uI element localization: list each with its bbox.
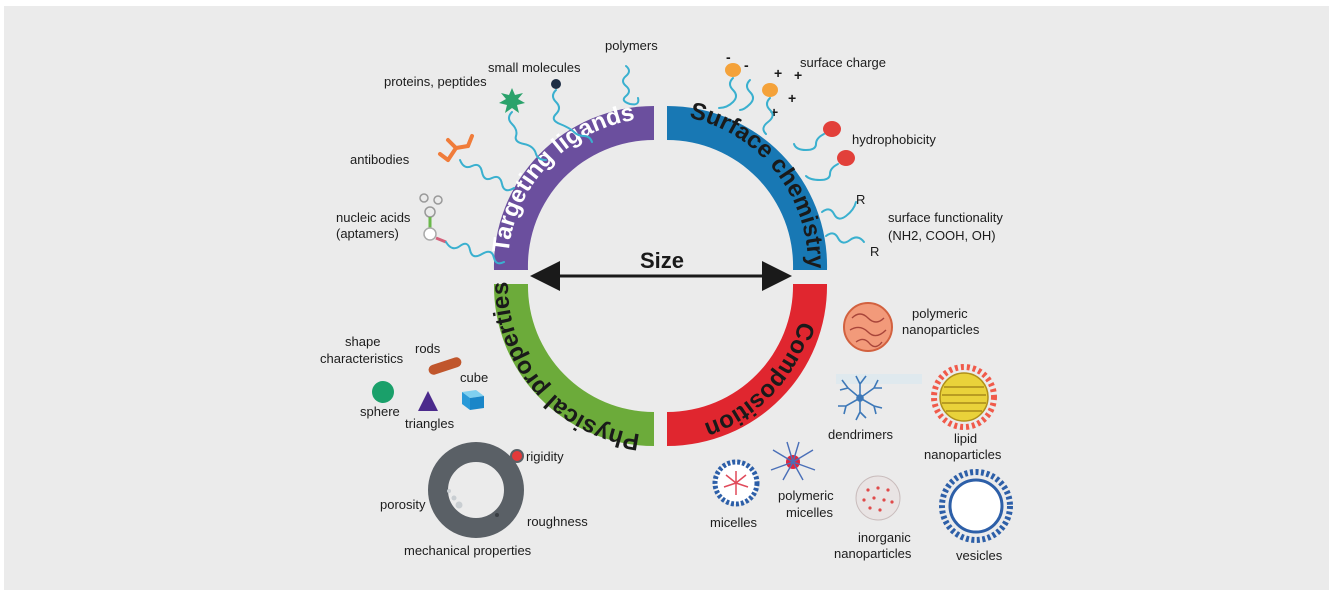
aptamer-chain — [445, 241, 505, 265]
hydrophobicity-label: hydrophobicity — [852, 132, 936, 147]
sphere-label: sphere — [360, 404, 400, 419]
rods-label: rods — [415, 341, 441, 356]
surface-chemistry-segment — [667, 105, 828, 270]
vesicle-icon — [939, 469, 1013, 543]
background-panel — [4, 6, 1329, 590]
vesicles-label: vesicles — [956, 548, 1003, 563]
micelle-icon — [712, 459, 760, 507]
polymeric-nanoparticle-icon — [843, 302, 893, 352]
r-group-label: R — [856, 192, 865, 207]
aptamer-icon — [419, 193, 447, 244]
lipid-nanoparticle-icon — [931, 364, 997, 430]
peptide-chain — [508, 111, 547, 161]
polymeric-nanoparticles-label-2: nanoparticles — [902, 322, 980, 337]
roughness-label: roughness — [527, 514, 588, 529]
shape-characteristics-label: characteristics — [320, 351, 404, 366]
hydrophobic-particle-icon — [823, 121, 841, 137]
antibodies-label: antibodies — [350, 152, 410, 167]
plus-sign: + — [794, 67, 802, 83]
antibody-chain — [459, 159, 515, 192]
plus-sign: + — [770, 104, 778, 120]
aptamers-label: (aptamers) — [336, 226, 399, 241]
dendrimer-icon — [838, 375, 883, 421]
inorganic-nanoparticle-icon — [855, 475, 901, 521]
cube-icon — [462, 390, 484, 410]
polymeric-micelles-label-2: micelles — [786, 505, 833, 520]
hydrophobic-particle-icon — [837, 150, 855, 166]
triangles-label: triangles — [405, 416, 455, 431]
plus-sign: + — [774, 65, 782, 81]
physical-properties-segment — [493, 284, 654, 446]
cube-label: cube — [460, 370, 488, 385]
minus-sign: - — [744, 57, 749, 73]
polymers-label: polymers — [605, 38, 658, 53]
proteins-peptides-label: proteins, peptides — [384, 74, 487, 89]
triangle-icon — [418, 391, 438, 411]
r-group-label: R — [870, 244, 879, 259]
surface-functionality-groups-label: (NH2, COOH, OH) — [888, 228, 996, 243]
micelles-label: micelles — [710, 515, 757, 530]
hydrophobic-chain — [793, 133, 825, 152]
charged-particle-icon — [762, 83, 778, 97]
size-label: Size — [640, 248, 684, 273]
functional-chain — [825, 232, 865, 244]
surface-charge-label: surface charge — [800, 55, 886, 70]
composition-group: polymeric nanoparticles dendrimers lipid… — [710, 302, 1013, 563]
porosity-label: porosity — [380, 497, 426, 512]
shape-label: shape — [345, 334, 380, 349]
functional-chain — [821, 201, 857, 220]
lipid-nanoparticles-label-2: nanoparticles — [924, 447, 1002, 462]
physical-properties-group: shape characteristics rods cube sphere t… — [320, 334, 588, 558]
polymer-chain — [622, 65, 640, 106]
charged-particle-icon — [725, 63, 741, 77]
rigidity-marker-icon — [510, 449, 524, 463]
dendrimer-backdrop — [836, 374, 922, 384]
rod-icon — [428, 357, 462, 375]
dendrimers-label: dendrimers — [828, 427, 894, 442]
antibody-icon — [438, 134, 474, 162]
peptide-star-icon — [499, 88, 525, 113]
charge-chain — [718, 77, 737, 109]
targeting-ligands-group: polymers small molecules proteins, pepti… — [336, 38, 658, 265]
charge-chain — [739, 79, 754, 111]
targeting-ligands-segment — [493, 105, 654, 270]
small-molecule-chain — [552, 89, 593, 143]
small-molecule-icon — [551, 79, 561, 89]
sphere-icon — [372, 381, 394, 403]
polymeric-nanoparticles-label: polymeric — [912, 306, 968, 321]
lipid-nanoparticles-label: lipid — [954, 431, 977, 446]
inorganic-nanoparticles-label-2: nanoparticles — [834, 546, 912, 561]
surface-functionality-label: surface functionality — [888, 210, 1003, 225]
plus-sign: + — [788, 90, 796, 106]
mechanical-properties-label: mechanical properties — [404, 543, 532, 558]
small-molecules-label: small molecules — [488, 60, 581, 75]
surface-chemistry-group: - - + + + + surface charge hydrophobicit… — [718, 49, 1003, 259]
nucleic-acids-label: nucleic acids — [336, 210, 411, 225]
composition-segment — [667, 284, 828, 446]
charge-chain — [762, 97, 774, 135]
porous-torus-icon — [428, 442, 524, 538]
hydrophobic-chain — [805, 163, 839, 182]
minus-sign: - — [726, 49, 731, 65]
rigidity-label: rigidity — [526, 449, 564, 464]
inorganic-nanoparticles-label: inorganic — [858, 530, 911, 545]
polymeric-micelles-label: polymeric — [778, 488, 834, 503]
polymeric-micelle-icon — [770, 441, 816, 481]
